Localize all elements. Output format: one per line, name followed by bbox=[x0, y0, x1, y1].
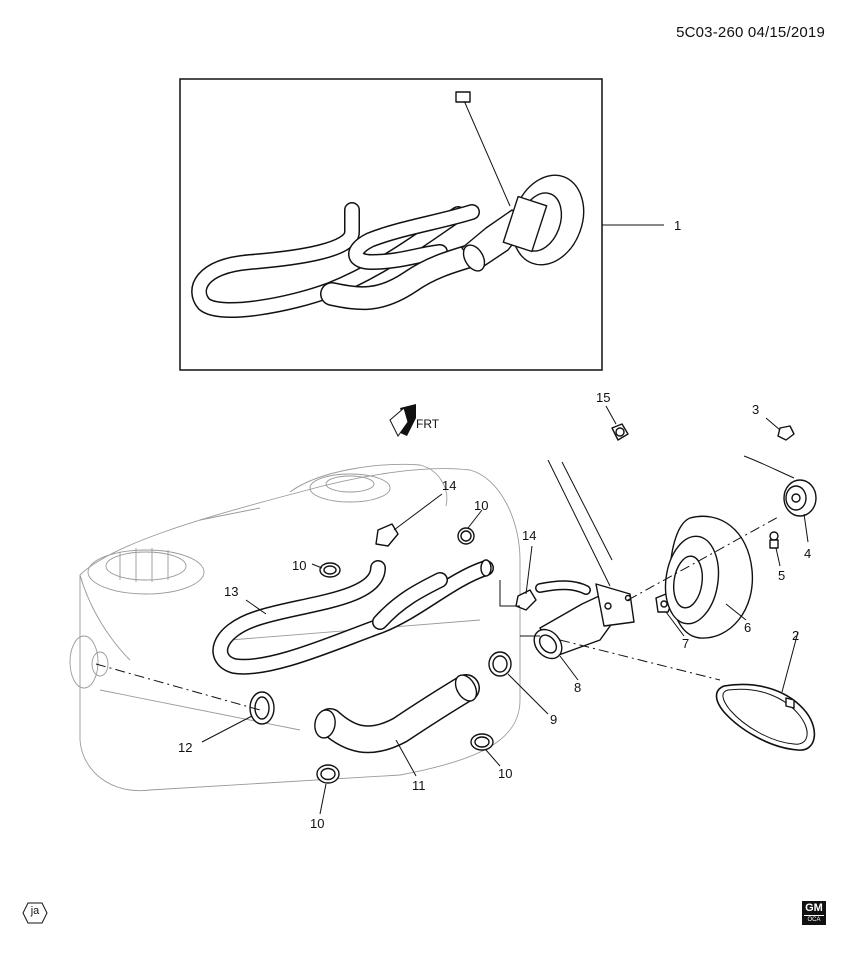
part-10-clamp-lower-right bbox=[470, 733, 494, 751]
part-6-housing bbox=[664, 515, 754, 639]
part-5-bolt bbox=[769, 531, 779, 549]
gm-logo: GM OCA bbox=[802, 901, 826, 925]
guide-line-neck-to-seal bbox=[559, 639, 721, 681]
callout-10-upper-leader bbox=[467, 509, 483, 529]
callout-2-leader bbox=[781, 631, 799, 693]
callout-10-upper: 10 bbox=[474, 498, 488, 513]
callout-13-leader bbox=[245, 599, 267, 615]
part-3-screw bbox=[777, 425, 795, 441]
callout-6-leader bbox=[725, 603, 747, 621]
front-arrow-label: FRT bbox=[416, 417, 440, 431]
guide-line-neck-to-cap bbox=[627, 515, 781, 601]
part-14-clip-upper bbox=[375, 523, 399, 547]
part-12-clamp bbox=[249, 691, 275, 725]
part-8-filler-neck bbox=[533, 580, 635, 660]
inset-ground-strap bbox=[461, 95, 511, 207]
gm-logo-subtext: OCA bbox=[804, 915, 824, 924]
callout-10-middle-leader bbox=[311, 563, 323, 569]
callout-7-leader bbox=[665, 611, 685, 637]
callout-10-middle: 10 bbox=[292, 558, 306, 573]
ground-strap-lower bbox=[547, 459, 611, 587]
assembly-inset: 1 bbox=[179, 78, 681, 371]
callout-8: 8 bbox=[574, 680, 581, 695]
callout-12: 12 bbox=[178, 740, 192, 755]
diagram-id-date: 5C03-260 04/15/2019 bbox=[676, 24, 825, 41]
callout-11-leader bbox=[395, 739, 417, 777]
callout-10-lower-left: 10 bbox=[310, 816, 324, 831]
callout-7: 7 bbox=[682, 636, 689, 651]
callout-14-upper-leader bbox=[393, 493, 443, 531]
language-badge: ja bbox=[22, 902, 48, 924]
callout-13: 13 bbox=[224, 584, 238, 599]
callout-15-leader bbox=[605, 405, 617, 425]
callout-14-upper: 14 bbox=[442, 478, 456, 493]
front-arrow: FRT bbox=[389, 404, 440, 437]
callout-14-lower: 14 bbox=[522, 528, 536, 543]
part-15-bolt bbox=[611, 423, 629, 441]
callout-10-lower-left-leader bbox=[319, 783, 327, 815]
callout-5: 5 bbox=[778, 568, 785, 583]
gm-logo-text: GM bbox=[805, 902, 823, 914]
part-14-clip-lower bbox=[515, 589, 537, 611]
hexagon-icon bbox=[22, 902, 48, 924]
callout-11: 11 bbox=[412, 778, 426, 793]
callout-9: 9 bbox=[550, 712, 557, 727]
callout-10-lower-right-leader bbox=[485, 749, 501, 767]
part-2-seal bbox=[715, 683, 816, 751]
part-11-filler-hose bbox=[314, 674, 480, 754]
callout-5-leader bbox=[775, 547, 781, 567]
callout-1: 1 bbox=[674, 218, 681, 233]
part-13-vent-hose bbox=[212, 559, 494, 675]
callout-8-leader bbox=[559, 655, 579, 681]
callout-4: 4 bbox=[804, 546, 811, 561]
guide-line-tank-to-clamp bbox=[95, 663, 261, 711]
callout-2: 2 bbox=[792, 628, 799, 643]
callout-10-lower-right: 10 bbox=[498, 766, 512, 781]
callout-4-leader bbox=[803, 513, 809, 543]
part-10-clamp-upper bbox=[457, 527, 475, 545]
part-10-clamp-middle bbox=[319, 562, 341, 578]
callout-12-leader bbox=[201, 715, 253, 743]
callout-6: 6 bbox=[744, 620, 751, 635]
guide-line-clip bbox=[499, 580, 520, 607]
callout-15: 15 bbox=[596, 390, 610, 405]
callout-3-leader bbox=[765, 417, 781, 431]
language-badge-text: ja bbox=[30, 905, 40, 917]
callout-9-leader bbox=[507, 673, 549, 715]
callout-14-lower-leader bbox=[525, 545, 533, 595]
callout-3: 3 bbox=[752, 402, 759, 417]
part-4-cap bbox=[743, 455, 817, 517]
part-10-clamp-lower-left bbox=[316, 764, 340, 784]
part-9-clamp bbox=[488, 651, 512, 677]
fuel-tank-ghost bbox=[69, 463, 521, 792]
